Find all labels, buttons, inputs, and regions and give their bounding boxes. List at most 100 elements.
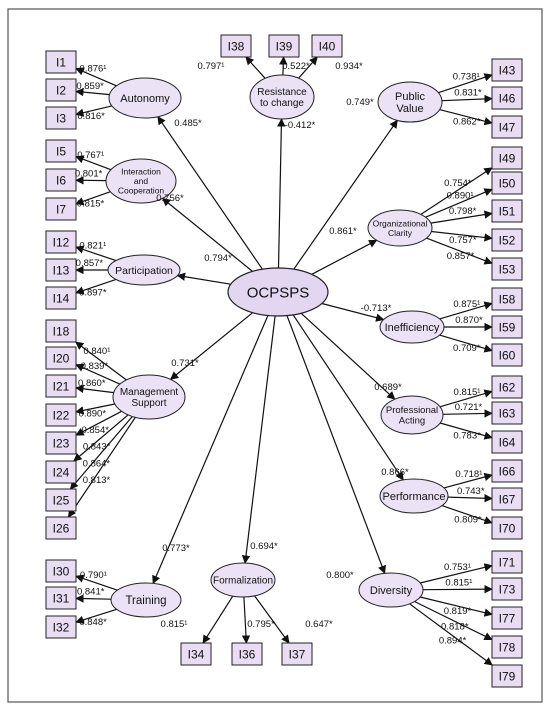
indicator-box-i23 (45, 431, 77, 455)
path-coefficient-clarity: 0.861* (329, 226, 357, 237)
indicator-label-i49: I49 (499, 152, 516, 166)
loading-arrow-i39 (279, 56, 288, 76)
loading-value-i14: 0.897* (79, 287, 107, 298)
loading-arrow-i3 (75, 105, 113, 117)
path-arrow-performance (292, 314, 404, 481)
path-arrow-professional (300, 312, 396, 400)
loading-value-i32: 0.848* (79, 617, 107, 628)
indicator-box-i62 (491, 375, 523, 399)
indicator-label-i77: I77 (499, 612, 516, 626)
indicator-label-i2: I2 (56, 84, 66, 98)
loading-value-i22: 0.890* (79, 409, 107, 420)
loading-value-i49: 0.754* (444, 178, 472, 189)
indicator-label-i24: I24 (53, 466, 70, 480)
indicator-box-i50 (491, 171, 523, 195)
indicator-label-i60: I60 (499, 349, 516, 363)
loading-arrow-i38 (245, 56, 266, 79)
construct-node-inefficiency (379, 310, 445, 344)
indicator-box-i12 (45, 230, 77, 254)
loading-value-i60: 0.709* (453, 343, 481, 354)
nodes-layer (45, 34, 523, 688)
loading-arrow-i32 (75, 608, 117, 624)
indicator-box-i67 (491, 487, 523, 511)
indicator-box-i13 (45, 258, 77, 282)
loading-value-i6: 0.801* (75, 168, 103, 179)
path-coefficient-participation: 0.794* (204, 253, 232, 264)
construct-node-diversity (358, 572, 424, 608)
construct-node-clarity (367, 209, 433, 247)
indicator-label-i64: I64 (499, 436, 516, 450)
loading-arrow-i22 (75, 403, 116, 415)
indicator-label-i79: I79 (499, 670, 516, 684)
indicator-label-i70: I70 (499, 522, 516, 536)
loading-value-i21: 0.860* (78, 378, 106, 389)
indicator-box-i30 (45, 559, 77, 583)
loading-value-i58: 0.875¹ (453, 299, 480, 310)
loading-arrow-i37 (254, 595, 290, 644)
path-arrow-diversity (286, 315, 386, 575)
indicator-label-i36: I36 (239, 648, 256, 662)
indicator-box-i64 (491, 430, 523, 454)
path-arrow-participation (176, 272, 231, 285)
loading-value-i79: 0.894* (439, 636, 467, 647)
indicator-box-i53 (491, 257, 523, 281)
construct-label-professional: Professional (386, 405, 438, 416)
indicator-box-i26 (45, 516, 77, 540)
loading-arrow-i58 (439, 301, 493, 320)
loading-value-i34: 0.815¹ (161, 619, 188, 630)
loading-value-i40: 0.934* (335, 61, 363, 72)
path-coefficient-diversity: 0.800* (326, 570, 354, 581)
loading-arrow-i36 (241, 596, 251, 644)
construct-label-training: Training (125, 595, 166, 607)
indicator-box-i1 (45, 50, 77, 74)
indicator-label-i13: I13 (53, 264, 70, 278)
path-coefficient-interaction: 0.756* (156, 193, 184, 204)
indicator-box-i18 (45, 319, 77, 343)
loading-arrow-i64 (439, 422, 493, 440)
loading-value-i59: 0.870* (455, 315, 483, 326)
loading-arrow-i26 (67, 417, 136, 518)
loading-arrow-i63 (442, 409, 493, 418)
loading-value-i13: 0.857* (76, 258, 104, 269)
construct-label-interaction: Interaction (121, 167, 161, 177)
indicator-box-i34 (180, 642, 212, 666)
loading-arrow-i40 (298, 56, 318, 79)
indicator-box-i70 (491, 516, 523, 540)
edges-layer (67, 56, 493, 666)
indicator-label-i37: I37 (289, 648, 306, 662)
path-coefficient-professional: 0.689* (374, 382, 402, 393)
indicator-label-i52: I52 (499, 234, 516, 248)
indicator-box-i21 (45, 374, 77, 398)
indicator-label-i40: I40 (319, 40, 336, 54)
indicator-box-i2 (45, 78, 77, 102)
indicator-label-i7: I7 (56, 203, 66, 217)
indicator-label-i43: I43 (499, 64, 516, 78)
loading-value-i47: 0.862* (453, 117, 481, 128)
path-arrow-management (169, 312, 253, 380)
loading-arrow-i1 (75, 67, 117, 87)
construct-label-interaction: and (134, 176, 148, 186)
loading-value-i53: 0.857* (447, 251, 475, 262)
indicator-label-i47: I47 (499, 121, 516, 135)
loading-arrow-i66 (443, 472, 493, 489)
loading-value-i26: 0.813* (83, 475, 111, 486)
path-arrow-inefficiency (321, 302, 385, 322)
indicator-label-i66: I66 (499, 465, 516, 479)
construct-label-diversity: Diversity (370, 585, 413, 597)
loading-value-i43: 0.738¹ (453, 72, 480, 83)
indicator-label-i71: I71 (499, 556, 516, 570)
loading-arrow-i49 (420, 167, 493, 215)
indicator-box-i38 (220, 34, 252, 58)
loading-value-i20: 0.839* (81, 361, 109, 372)
construct-label-participation: Participation (115, 265, 173, 277)
indicator-label-i59: I59 (499, 321, 516, 335)
loading-value-i1: 0.876¹ (80, 64, 107, 75)
loading-arrow-i77 (419, 596, 493, 617)
loading-value-i38: 0.797¹ (198, 61, 225, 72)
loading-arrow-i67 (447, 494, 493, 503)
construct-label-professional: Acting (399, 416, 425, 427)
indicator-box-i20 (45, 346, 77, 370)
loading-value-i51: 0.798* (449, 206, 477, 217)
loading-arrow-i20 (75, 363, 121, 385)
